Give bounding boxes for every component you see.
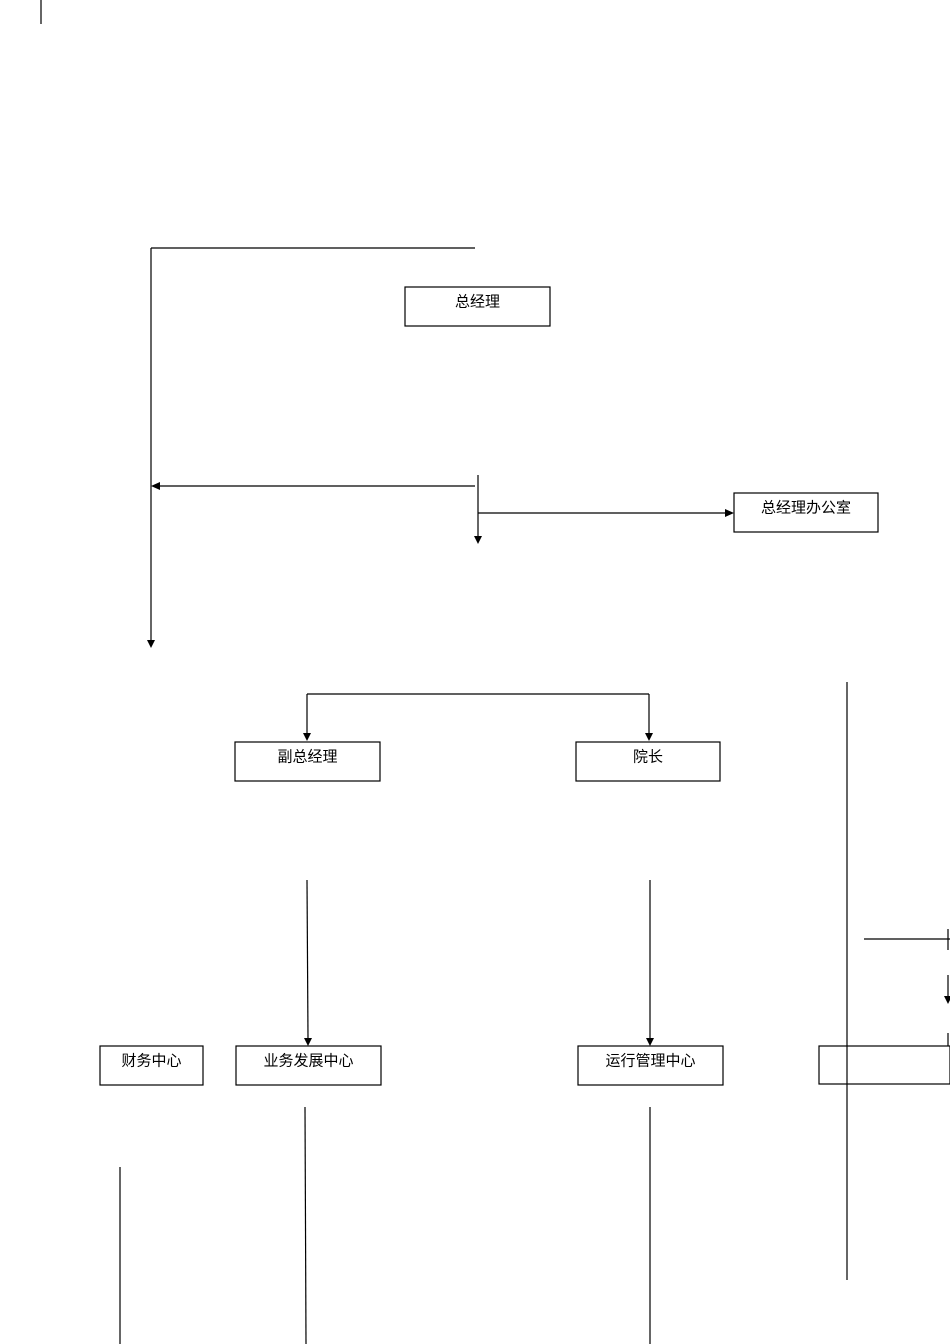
connector-to-business-dev: [306, 879, 309, 1039]
arrowhead-right-gm-office: [725, 509, 734, 517]
node-business-dev-center: 业务发展中心: [235, 1045, 382, 1086]
arrowhead-down-left: [147, 640, 155, 648]
node-operations-center-label: 运行管理中心: [605, 1052, 695, 1070]
arrowhead-left: [151, 482, 160, 490]
node-general-manager: 总经理: [404, 286, 551, 327]
arrowhead-down-operations: [646, 1038, 654, 1046]
node-deputy-gm: 副总经理: [234, 741, 381, 782]
node-dean: 院长: [575, 741, 721, 782]
arrowhead-down-business-dev: [304, 1038, 312, 1046]
node-finance-center-label: 财务中心: [121, 1052, 181, 1070]
arrowhead-right-edge-1: [944, 996, 950, 1004]
arrowhead-down-dean: [645, 733, 653, 741]
node-business-dev-center-label: 业务发展中心: [263, 1052, 353, 1070]
arrowhead-down-deputy: [303, 733, 311, 741]
node-deputy-gm-label: 副总经理: [277, 748, 337, 766]
node-unlabeled-box: [818, 1045, 950, 1085]
arrowhead-down-center: [474, 536, 482, 544]
connector-bottom-business-dev: [304, 1106, 307, 1344]
node-dean-label: 院长: [633, 748, 663, 766]
node-finance-center: 财务中心: [99, 1045, 204, 1086]
node-general-manager-label: 总经理: [455, 293, 500, 311]
node-operations-center: 运行管理中心: [577, 1045, 724, 1086]
node-gm-office: 总经理办公室: [733, 492, 879, 533]
node-gm-office-label: 总经理办公室: [761, 499, 851, 517]
